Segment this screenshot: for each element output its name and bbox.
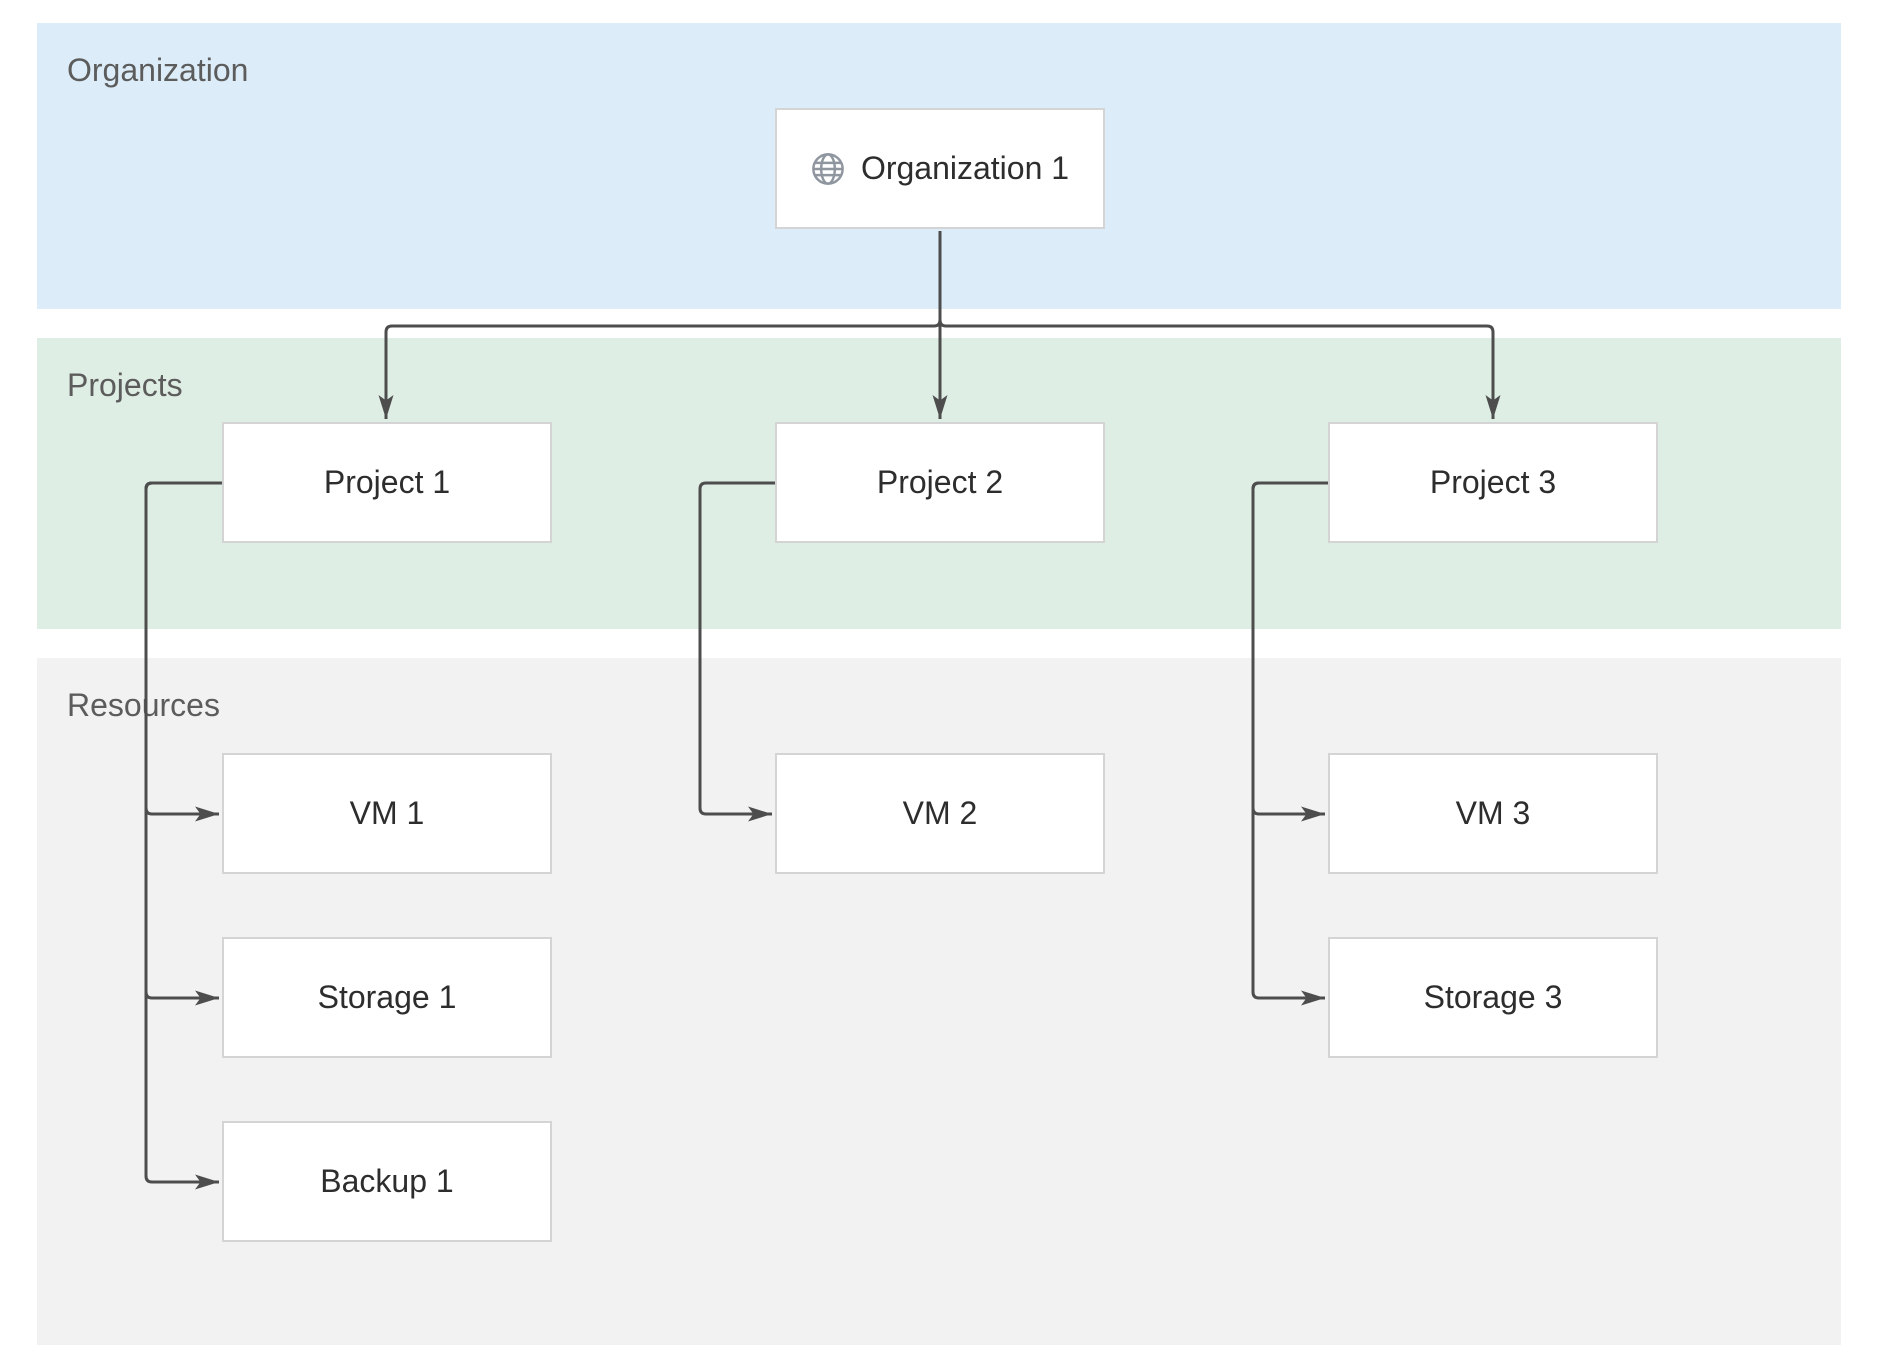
node-label: Storage 3: [1423, 979, 1563, 1015]
band-label-resources: Resources: [67, 687, 220, 723]
node-vm3: VM 3: [1328, 753, 1658, 874]
band-label-organization: Organization: [67, 52, 249, 88]
node-storage1: Storage 1: [222, 937, 552, 1058]
node-project3: Project 3: [1328, 422, 1658, 543]
node-backup1: Backup 1: [222, 1121, 552, 1242]
node-project1: Project 1: [222, 422, 552, 543]
node-vm2: VM 2: [775, 753, 1105, 874]
node-org1: Organization 1: [775, 108, 1105, 229]
node-label: Organization 1: [860, 150, 1070, 186]
node-storage3: Storage 3: [1328, 937, 1658, 1058]
node-label: VM 1: [349, 795, 425, 831]
node-label: Project 1: [323, 464, 451, 500]
node-label: Backup 1: [320, 1163, 454, 1199]
node-label: VM 2: [902, 795, 978, 831]
node-label: Project 3: [1429, 464, 1557, 500]
node-label: VM 3: [1455, 795, 1531, 831]
node-vm1: VM 1: [222, 753, 552, 874]
node-project2: Project 2: [775, 422, 1105, 543]
node-label: Project 2: [876, 464, 1004, 500]
band-label-projects: Projects: [67, 367, 183, 403]
globe-icon: [811, 152, 845, 186]
node-label: Storage 1: [317, 979, 457, 1015]
